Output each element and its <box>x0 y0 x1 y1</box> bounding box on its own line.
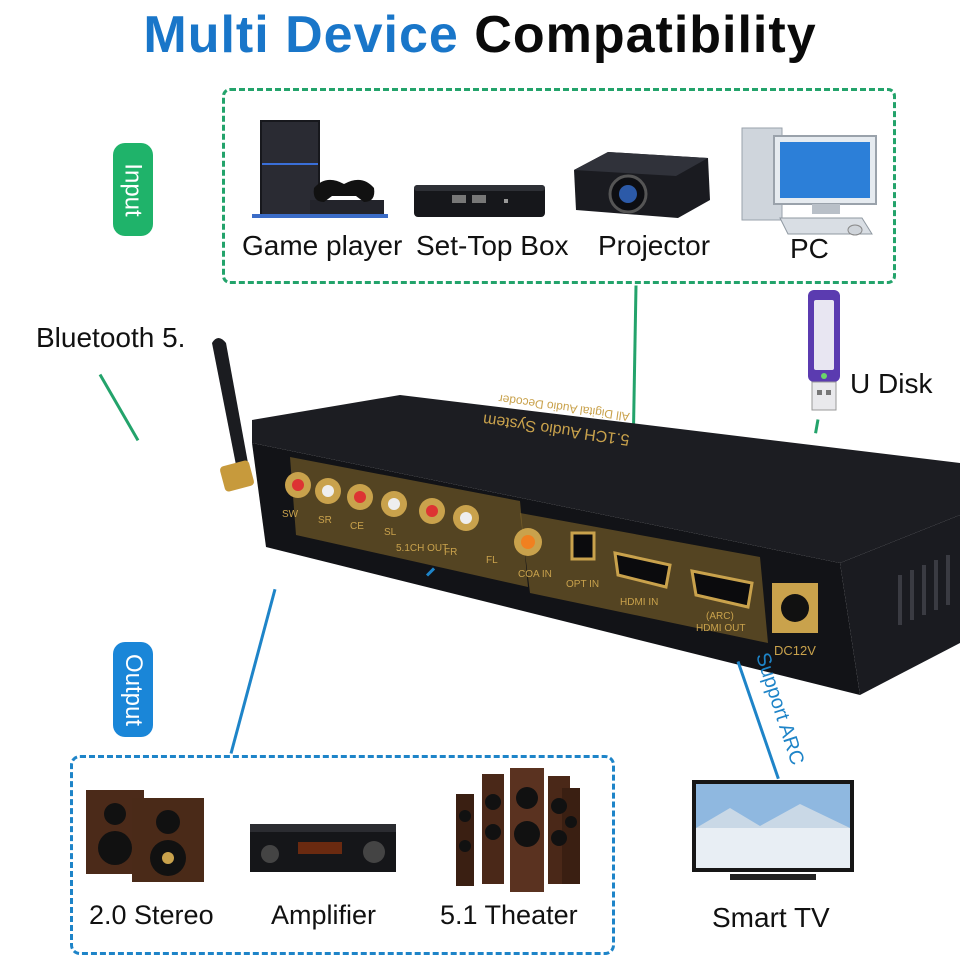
label-stereo: 2.0 Stereo <box>89 900 214 930</box>
port-label-fl: FL <box>486 555 498 566</box>
input-devices-box <box>222 88 896 284</box>
port-label-dc: DC12V <box>774 643 816 658</box>
output-tag: Output <box>113 642 153 737</box>
label-game-player: Game player <box>242 230 403 261</box>
title-part-blue: Multi Device <box>143 6 459 64</box>
port-label-hdmi-out: HDMI OUT <box>696 623 745 634</box>
port-label-opt: OPT IN <box>566 579 599 590</box>
label-pc: PC <box>790 233 829 264</box>
input-tag: Input <box>113 143 153 236</box>
amplifier-icon <box>250 824 396 872</box>
label-bluetooth: Bluetooth 5. <box>36 322 186 353</box>
label-amplifier: Amplifier <box>271 900 377 930</box>
audio-decoder-device: 5.1CH Audio System All Digital Audio Dec… <box>212 338 960 695</box>
projector-icon <box>574 152 710 218</box>
label-set-top-box: Set-Top Box <box>416 230 569 261</box>
port-label-arc: (ARC) <box>706 611 734 622</box>
usb-drive-icon <box>808 290 840 411</box>
stereo-speakers-icon <box>86 790 204 882</box>
label-smart-tv: Smart TV <box>712 902 830 933</box>
port-label-coa: COA IN <box>518 569 552 580</box>
port-label-fr: FR <box>444 547 457 558</box>
smart-tv-icon <box>692 780 854 880</box>
title-part-black: Compatibility <box>474 6 817 64</box>
port-label-sr: SR <box>318 515 332 526</box>
port-label-hdmi-in: HDMI IN <box>620 597 658 608</box>
page-title: Multi Device Compatibility <box>0 0 960 70</box>
port-label-out: 5.1CH OUT <box>396 543 448 554</box>
input-tag-label: Input <box>120 162 148 217</box>
game-console-icon <box>252 120 388 218</box>
port-label-sw: SW <box>282 509 299 520</box>
theater-speakers-icon <box>456 768 580 892</box>
output-devices-box <box>70 755 615 955</box>
pc-icon <box>741 127 877 236</box>
label-theater: 5.1 Theater <box>440 900 578 930</box>
bluetooth-connector-line <box>98 373 140 442</box>
port-label-ce: CE <box>350 521 364 532</box>
label-u-disk: U Disk <box>850 368 933 399</box>
label-projector: Projector <box>598 230 711 261</box>
output-tag-label: Output <box>120 653 148 726</box>
port-label-sl: SL <box>384 527 397 538</box>
set-top-box-icon <box>414 185 545 217</box>
